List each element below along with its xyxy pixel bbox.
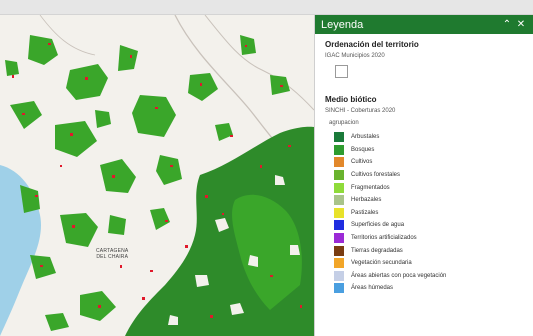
- legend-item-label: Cultivos forestales: [351, 172, 401, 179]
- legend-item: Herbazales: [334, 194, 524, 207]
- legend-swatch: [334, 220, 344, 231]
- legend-item: Vegetación secundaria: [334, 257, 524, 270]
- legend-item-label: Bosques: [351, 146, 375, 153]
- legend-swatch: [334, 195, 344, 206]
- legend-item-label: Áreas abiertas con poca vegetación: [351, 272, 447, 279]
- map-road: [39, 15, 96, 56]
- legend-panel: Leyenda ⌃ ✕ Ordenación del territorio IG…: [314, 15, 533, 336]
- municipios-symbol: [335, 65, 348, 78]
- legend-header: Leyenda ⌃ ✕: [315, 15, 533, 34]
- map-view[interactable]: CARTAGENA DEL CHAIRA: [0, 15, 314, 336]
- legend-title: Leyenda: [321, 18, 364, 31]
- legend-item: Pastizales: [334, 207, 524, 220]
- legend-item-label: Vegetación secundaria: [351, 260, 412, 267]
- legend-body: Ordenación del territorio IGAC Municipio…: [315, 34, 533, 295]
- legend-item: Cultivos forestales: [334, 169, 524, 182]
- legend-item-label: Herbazales: [351, 197, 382, 204]
- legend-item: Áreas húmedas: [334, 282, 524, 295]
- legend-item-label: Arbustales: [351, 134, 380, 141]
- legend-item: Arbustales: [334, 131, 524, 144]
- section-title-ordenacion: Ordenación del territorio: [325, 40, 419, 49]
- legend-item: Bosques: [334, 144, 524, 157]
- legend-list: Arbustales Bosques Cultivos Cultivos for…: [334, 131, 524, 295]
- legend-item-label: Pastizales: [351, 209, 379, 216]
- legend-swatch: [334, 270, 344, 281]
- legend-item: Tierras degradadas: [334, 244, 524, 257]
- legend-swatch: [334, 207, 344, 218]
- legend-swatch: [334, 170, 344, 181]
- legend-swatch: [334, 132, 344, 143]
- legend-item-label: Territorios artificializados: [351, 235, 417, 242]
- map-forest-area: [232, 194, 302, 310]
- legend-item: Territorios artificializados: [334, 232, 524, 245]
- legend-swatch: [334, 157, 344, 168]
- legend-swatch: [334, 245, 344, 256]
- legend-item-label: Fragmentados: [351, 184, 390, 191]
- legend-item-label: Superficies de agua: [351, 222, 405, 229]
- legend-item-label: Tierras degradadas: [351, 247, 403, 254]
- map-clearings: [168, 175, 300, 325]
- legend-swatch: [334, 182, 344, 193]
- browser-top-bar: [0, 0, 533, 15]
- legend-item-label: Áreas húmedas: [351, 285, 394, 292]
- legend-item: Cultivos: [334, 156, 524, 169]
- close-icon[interactable]: ✕: [516, 19, 526, 30]
- map-canvas[interactable]: [0, 15, 314, 336]
- legend-item: Fragmentados: [334, 181, 524, 194]
- section-title-medio-biotico: Medio biótico: [325, 95, 377, 104]
- chevron-up-icon[interactable]: ⌃: [502, 19, 512, 30]
- map-red-marks: [12, 43, 302, 318]
- legend-item: Superficies de agua: [334, 219, 524, 232]
- legend-swatch: [334, 283, 344, 294]
- map-road: [204, 15, 314, 111]
- legend-item-label: Cultivos: [351, 159, 373, 166]
- section-subtitle-sinchi: SINCHI - Coberturas 2020: [325, 108, 396, 114]
- legend-swatch: [334, 233, 344, 244]
- map-place-label: CARTAGENA DEL CHAIRA: [96, 248, 129, 260]
- legend-item: Áreas abiertas con poca vegetación: [334, 270, 524, 283]
- legend-swatch: [334, 258, 344, 269]
- section-subtitle-igac: IGAC Municipios 2020: [325, 53, 385, 59]
- legend-swatch: [334, 144, 344, 155]
- legend-field-name: agrupacion: [329, 120, 359, 126]
